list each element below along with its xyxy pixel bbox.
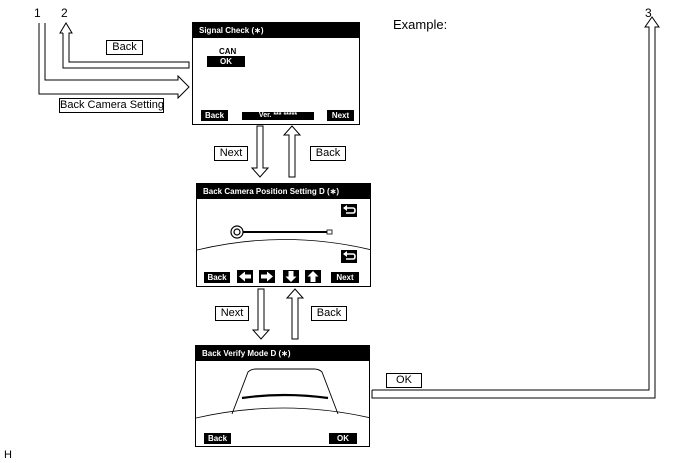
next-label-2: Next: [215, 306, 249, 321]
signal-check-next-button[interactable]: Next: [327, 110, 354, 121]
next-arrow-1: [250, 125, 270, 178]
example-label: Example:: [393, 17, 448, 32]
guide-frame: [231, 368, 339, 415]
step-number-3: 3: [645, 6, 652, 20]
verify-mode-ok-button[interactable]: OK: [329, 433, 357, 444]
step-number-1: 1: [34, 6, 41, 20]
signal-check-back-button[interactable]: Back: [201, 110, 228, 121]
next-label-1: Next: [214, 146, 248, 161]
route-1-connector: [38, 23, 190, 100]
back-label-1: Back: [310, 146, 346, 161]
arrow-right-icon[interactable]: [259, 270, 275, 283]
arrow-down-icon[interactable]: [283, 270, 299, 283]
back-label-top: Back: [106, 40, 143, 55]
ok-label: OK: [386, 373, 422, 388]
verify-mode-screen: Back Verify Mode D (∗) Back OK: [195, 345, 370, 447]
position-setting-graphics: [197, 225, 370, 251]
back-camera-setting-label: Back Camera Setting: [59, 98, 164, 113]
arrow-left-icon[interactable]: [237, 270, 253, 283]
target-outer-ring: [230, 225, 244, 239]
route-2-connector: [59, 22, 190, 69]
horizon-curve: [196, 407, 369, 419]
position-setting-next-button[interactable]: Next: [331, 272, 359, 283]
back-arrow-2: [285, 288, 305, 340]
verify-mode-title: Back Verify Mode D (∗): [196, 346, 369, 361]
target-line-end: [326, 229, 333, 235]
verify-mode-back-button[interactable]: Back: [204, 433, 231, 444]
target-inner-ring: [233, 228, 241, 236]
can-label: CAN: [219, 47, 237, 56]
can-status-ok: OK: [207, 56, 245, 67]
position-setting-back-button[interactable]: Back: [204, 272, 230, 283]
arrow-up-icon[interactable]: [305, 270, 321, 283]
return-icon[interactable]: [341, 250, 357, 263]
verify-mode-graphics: [196, 368, 369, 419]
guide-curve: [197, 239, 370, 251]
signal-check-screen: Signal Check (∗) CAN OK Back Ver. *** **…: [192, 22, 360, 125]
back-label-2: Back: [311, 306, 347, 321]
next-arrow-2: [251, 288, 271, 340]
version-display: Ver. *** *****: [242, 112, 314, 120]
route-3-connector: [371, 16, 660, 399]
return-icon[interactable]: [341, 204, 357, 217]
position-setting-screen: Back Camera Position Setting D (∗) Back …: [196, 183, 371, 287]
bumper-line: [241, 393, 329, 400]
position-setting-title: Back Camera Position Setting D (∗): [197, 184, 370, 199]
figure-code: H: [4, 449, 12, 461]
step-number-2: 2: [61, 6, 68, 20]
signal-check-title: Signal Check (∗): [193, 23, 359, 38]
back-arrow-1: [282, 125, 302, 178]
